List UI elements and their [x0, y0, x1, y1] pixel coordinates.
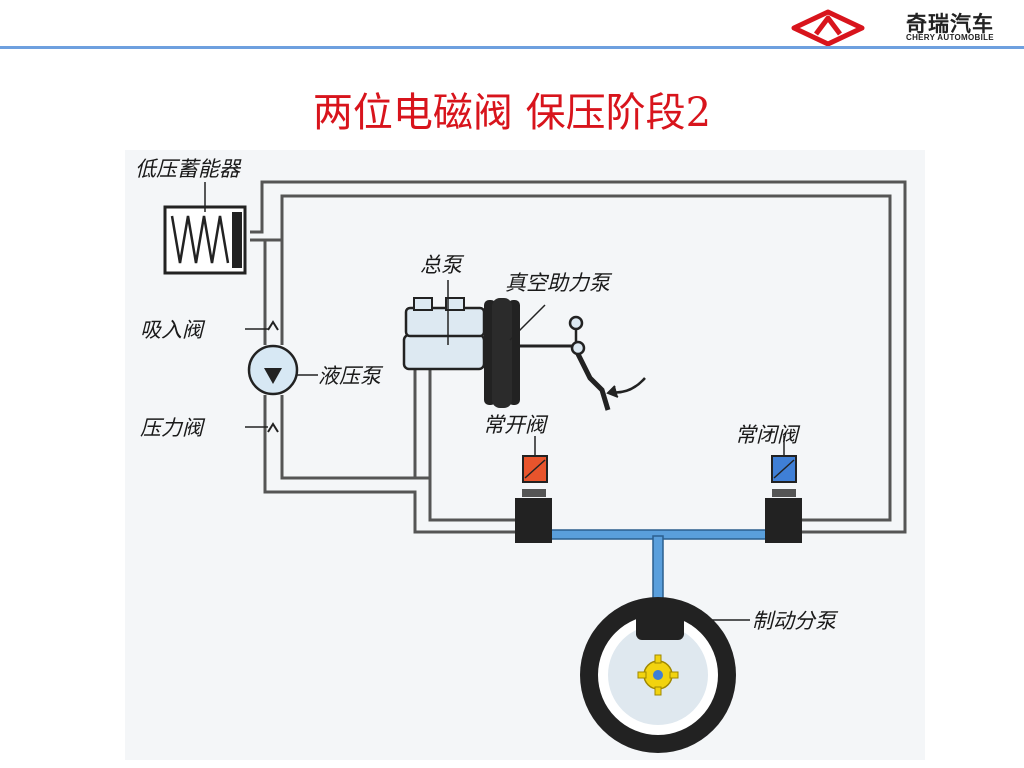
vacuum-booster-icon [484, 298, 580, 408]
label-wheel-cylinder: 制动分泵 [752, 609, 839, 633]
label-inlet-valve: 吸入阀 [140, 318, 206, 342]
slide-title: 两位电磁阀 保压阶段2 [312, 90, 712, 136]
label-vacuum-booster: 真空助力泵 [505, 271, 613, 295]
master-cylinder-icon [402, 280, 486, 371]
pressure-valve-icon [245, 422, 279, 433]
brand-name-cn: 奇瑞汽车 [906, 12, 994, 36]
brand-name-en: CHERY AUTOMOBILE [906, 33, 994, 42]
hydraulic-pump-icon [247, 344, 318, 396]
accumulator-icon [163, 182, 247, 275]
wheel-icon [580, 597, 750, 753]
chery-logo-icon [791, 9, 865, 46]
label-hydraulic-pump: 液压泵 [318, 364, 384, 388]
return-pipe [250, 180, 907, 534]
label-accumulator: 低压蓄能器 [135, 157, 242, 181]
label-normally-open-valve: 常开阀 [483, 413, 549, 437]
normally-open-valve-icon [515, 436, 552, 543]
gear-icon [637, 654, 679, 696]
label-normally-closed-valve: 常闭阀 [735, 423, 801, 447]
header-divider [0, 46, 1024, 49]
brake-pedal-icon [568, 315, 646, 411]
label-master-cylinder: 总泵 [420, 253, 465, 277]
normally-closed-valve-icon [765, 436, 802, 543]
inlet-valve-icon [245, 320, 279, 331]
label-pressure-valve: 压力阀 [140, 416, 206, 440]
pump-line [263, 240, 284, 345]
